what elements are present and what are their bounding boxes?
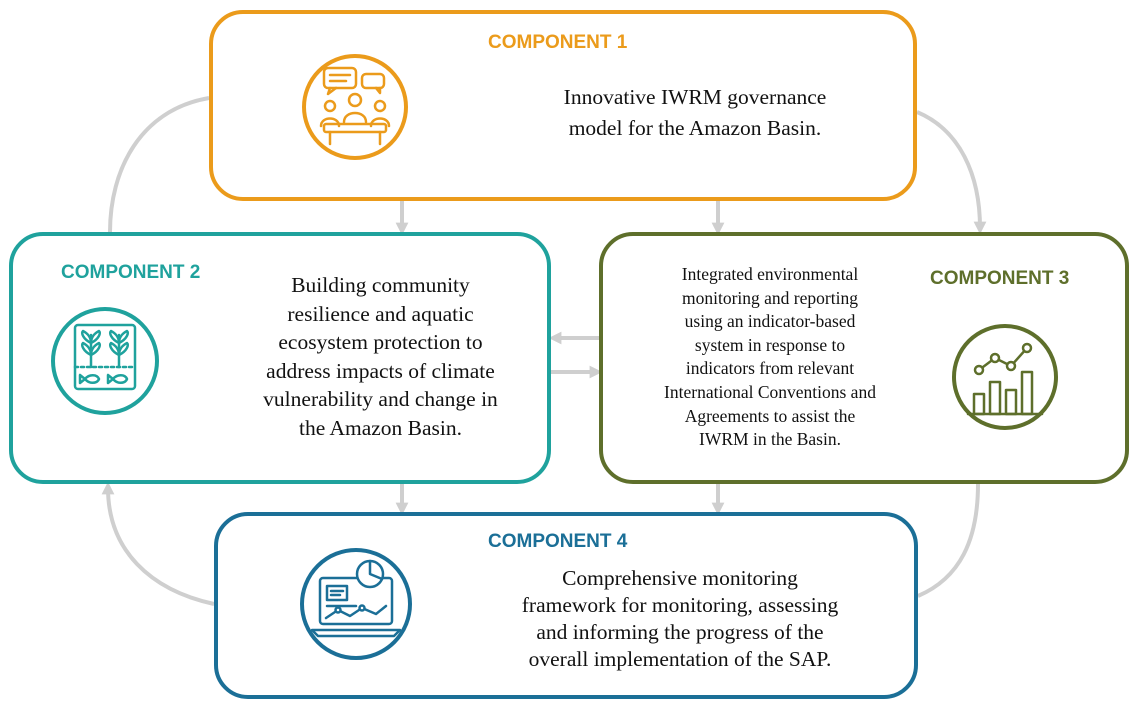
description-line: International Conventions and [664, 381, 876, 402]
description-line: address impacts of climate [266, 358, 495, 383]
description-line: system in response to [694, 334, 846, 355]
component-2-box [9, 232, 551, 484]
description-line: Comprehensive monitoring [562, 566, 798, 590]
description-line: Innovative IWRM governance [563, 85, 827, 109]
component-2-label: COMPONENT 2 [61, 262, 201, 283]
description-line: Agreements to assist the [684, 405, 856, 426]
component-2-description: Building community resilience and aquati… [228, 271, 533, 443]
component-1-label: COMPONENT 1 [488, 32, 628, 53]
growth-chart-icon [952, 324, 1058, 430]
component-4-label: COMPONENT 4 [488, 531, 628, 552]
plants-and-fish-icon [51, 307, 159, 415]
description-line: indicators from relevant [685, 358, 855, 379]
description-line: vulnerability and change in [263, 387, 498, 412]
description-line: and informing the progress of the [536, 620, 824, 644]
description-line: ecosystem protection to [278, 330, 483, 355]
cycle-arc-top-left [108, 96, 210, 233]
component-3-description: Integrated environmental monitoring and … [620, 263, 920, 452]
description-line: monitoring and reporting [682, 287, 858, 308]
cycle-arc-top-right [916, 110, 987, 235]
description-line: framework for monitoring, assessing [521, 593, 839, 617]
description-line: Integrated environmental [681, 264, 859, 284]
component-1-box [209, 10, 917, 201]
laptop-dashboard-icon [300, 548, 412, 660]
description-line: using an indicator-based [684, 311, 856, 332]
component-1-description: Innovative IWRM governance model for the… [520, 82, 870, 144]
description-line: the Amazon Basin. [298, 415, 462, 440]
cycle-arc-bottom-left [101, 481, 215, 606]
description-line: resilience and aquatic [287, 301, 474, 326]
cycle-arc-bottom-right [917, 483, 980, 598]
description-line: Building community [291, 273, 470, 297]
description-line: IWRM in the Basin. [699, 429, 841, 450]
description-line: overall implementation of the SAP. [528, 647, 832, 671]
component-3-label: COMPONENT 3 [930, 268, 1070, 289]
meeting-discussion-icon [302, 54, 408, 160]
description-line: model for the Amazon Basin. [568, 116, 822, 140]
component-3-box [599, 232, 1129, 484]
component-4-description: Comprehensive monitoring framework for m… [495, 565, 865, 673]
